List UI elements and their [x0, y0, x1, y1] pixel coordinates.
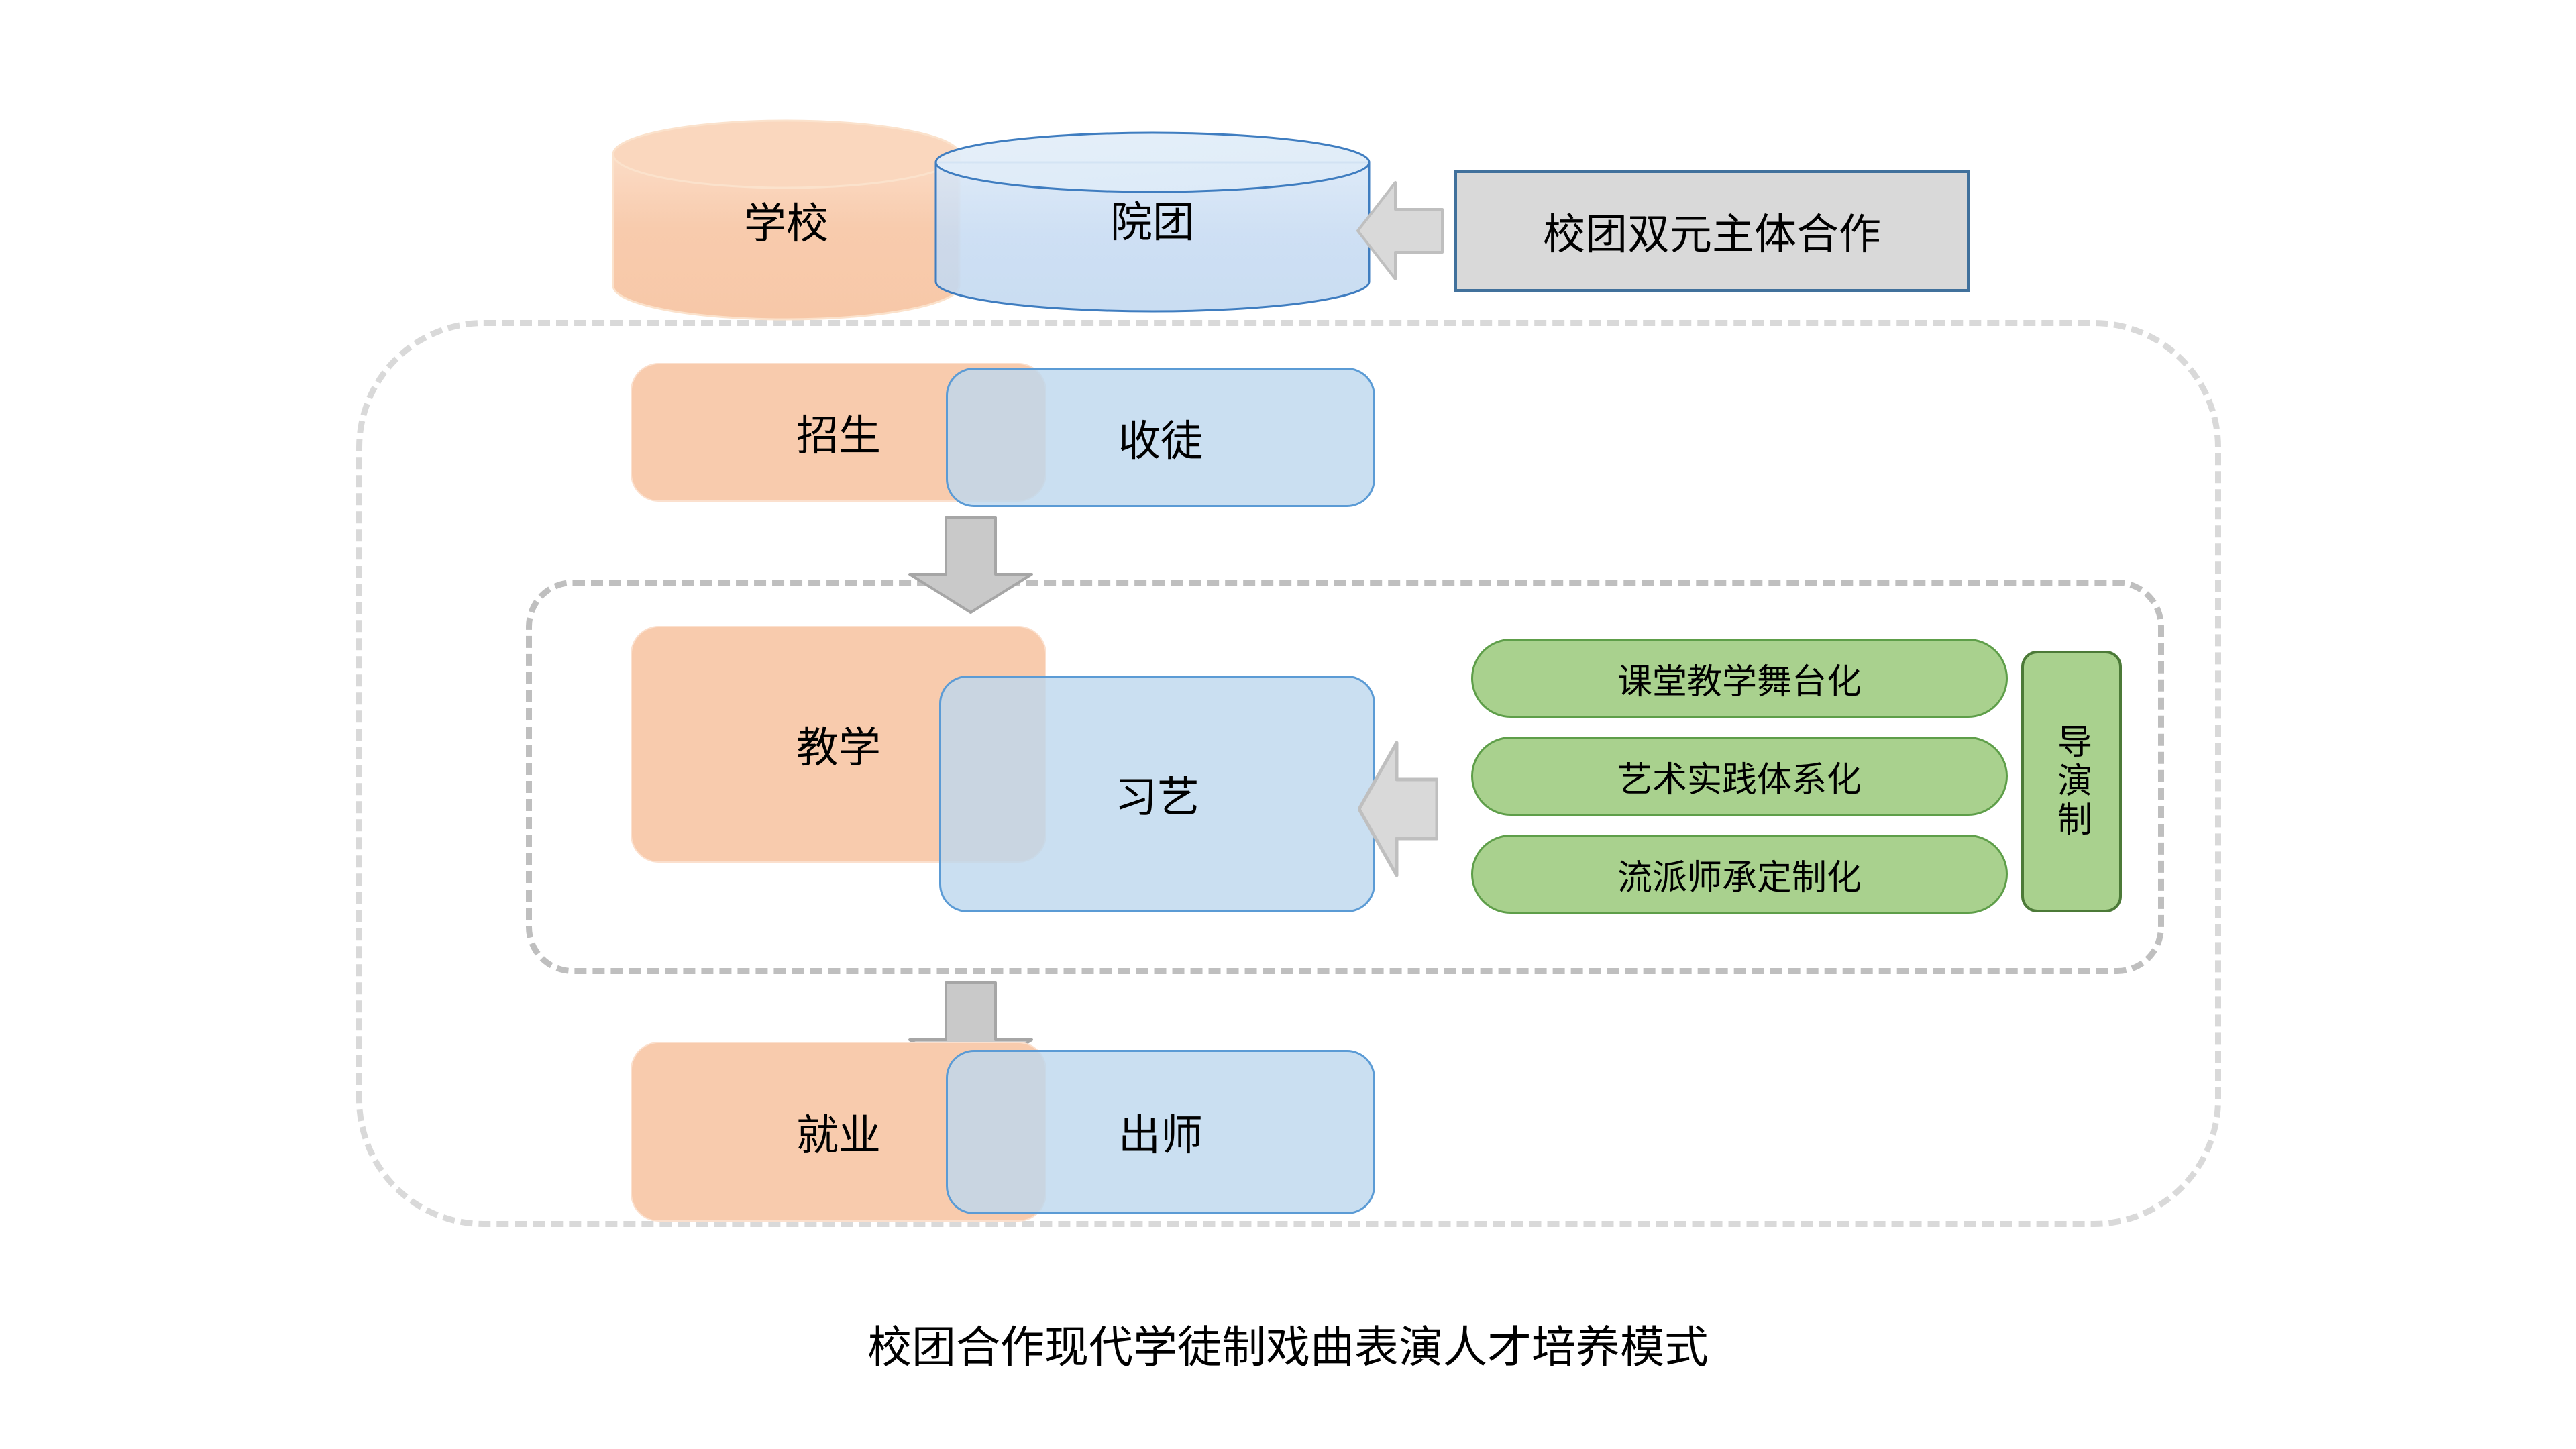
- callout-box-label: 校团双元主体合作: [1543, 210, 1881, 259]
- cylinder-school-label: 学校: [744, 199, 828, 248]
- pill-school-lineage-custom[interactable]: 流派师承定制化: [1471, 835, 2008, 914]
- box-apprentice-intake[interactable]: 收徒: [946, 368, 1375, 507]
- cylinder-school[interactable]: 学校: [612, 119, 961, 321]
- inner-dashed-container: [526, 580, 2164, 974]
- box-teaching-label: 教学: [796, 723, 881, 772]
- box-learning-art[interactable]: 习艺: [939, 676, 1375, 912]
- box-apprentice-intake-label: 收徒: [1118, 416, 1203, 466]
- pill-art-practice-system-label: 艺术实践体系化: [1617, 759, 1862, 800]
- box-graduation-label: 出师: [1118, 1111, 1203, 1160]
- box-director-system-label: 导演制: [2051, 723, 2092, 840]
- pill-classroom-stage-label: 课堂教学舞台化: [1617, 661, 1862, 702]
- diagram-caption: 校团合作现代学徒制戏曲表演人才培养模式: [867, 1322, 1709, 1373]
- pill-classroom-stage[interactable]: 课堂教学舞台化: [1471, 639, 2008, 718]
- arrow-left-row1: [1356, 180, 1444, 282]
- box-graduation[interactable]: 出师: [946, 1050, 1375, 1214]
- cylinder-troupe[interactable]: 院团: [934, 131, 1371, 313]
- pill-school-lineage-custom-label: 流派师承定制化: [1617, 857, 1862, 898]
- box-employment-label: 就业: [796, 1110, 881, 1160]
- pill-art-practice-system[interactable]: 艺术实践体系化: [1471, 737, 2008, 816]
- arrow-down-row2: [907, 515, 1034, 614]
- box-director-system[interactable]: 导演制: [2021, 651, 2122, 912]
- outer-dashed-container: [356, 320, 2221, 1227]
- cylinder-troupe-label: 院团: [1110, 198, 1195, 247]
- box-recruitment-label: 招生: [796, 411, 881, 460]
- box-learning-art-label: 习艺: [1115, 773, 1199, 822]
- arrow-left-row3: [1358, 741, 1438, 877]
- callout-box-cooperation[interactable]: 校团双元主体合作: [1454, 170, 1970, 292]
